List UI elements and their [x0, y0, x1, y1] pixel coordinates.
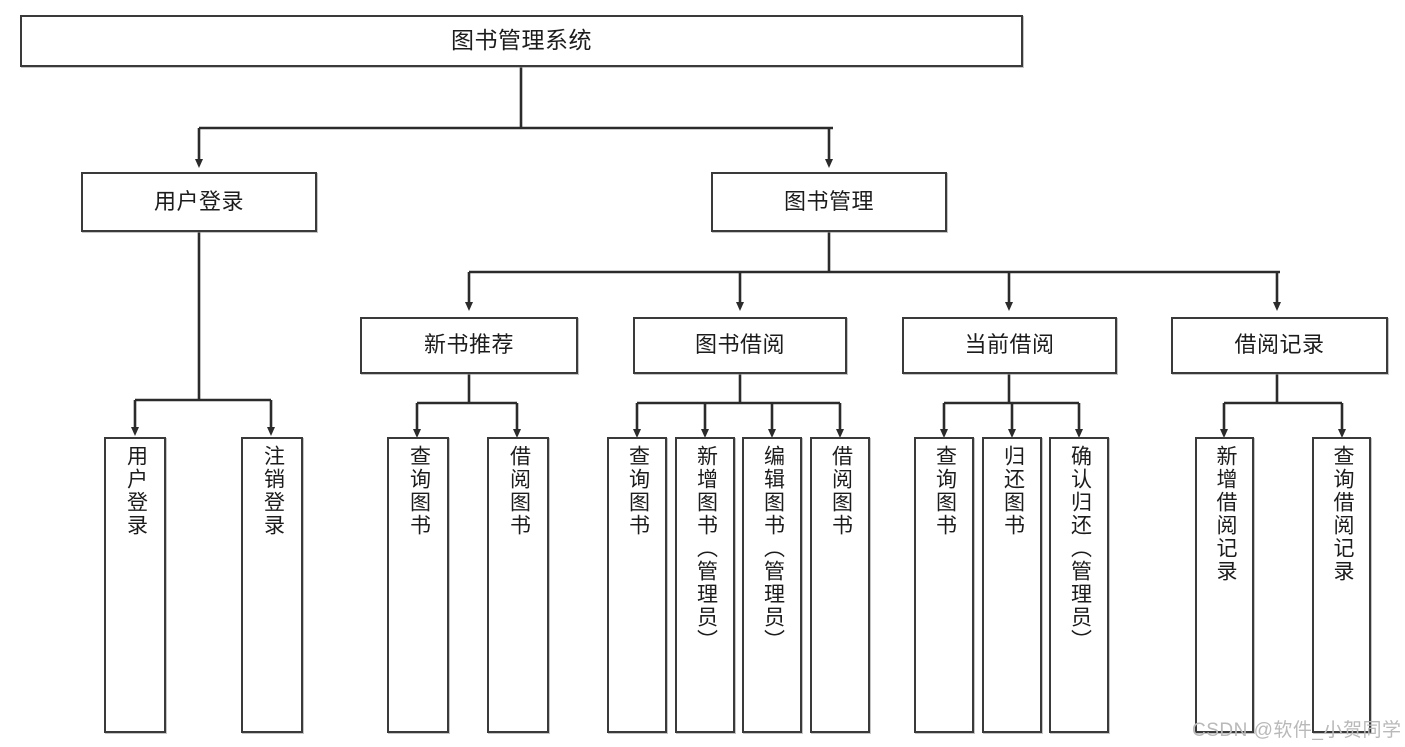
leaf-current-borrow-query[interactable]: 查询图书 — [914, 437, 974, 733]
leaf-new-book-borrow-label: 借阅图书 — [507, 445, 531, 537]
leaf-current-borrow-query-label: 查询图书 — [933, 445, 957, 537]
node-new-book-recommend[interactable]: 新书推荐 — [360, 317, 578, 374]
leaf-user-login-login-label: 用户登录 — [124, 445, 148, 537]
leaf-borrow-record-query-label: 查询借阅记录 — [1330, 445, 1354, 583]
node-book-borrow[interactable]: 图书借阅 — [633, 317, 847, 374]
leaf-current-borrow-confirm-label: 确认归还（管理员） — [1068, 445, 1092, 652]
node-root-system-label: 图书管理系统 — [451, 27, 592, 54]
leaf-book-borrow-edit-label: 编辑图书（管理员） — [761, 445, 785, 652]
node-root-system[interactable]: 图书管理系统 — [20, 15, 1023, 67]
node-new-book-recommend-label: 新书推荐 — [423, 332, 514, 358]
node-book-management[interactable]: 图书管理 — [711, 172, 947, 232]
leaf-borrow-record-add-label: 新增借阅记录 — [1213, 445, 1237, 583]
leaf-borrow-record-query[interactable]: 查询借阅记录 — [1312, 437, 1371, 733]
node-borrow-record-label: 借阅记录 — [1234, 332, 1325, 358]
node-borrow-record[interactable]: 借阅记录 — [1171, 317, 1388, 374]
leaf-book-borrow-borrow-label: 借阅图书 — [829, 445, 853, 537]
csdn-watermark: CSDN @软件_小贺同学 — [1192, 720, 1402, 741]
leaf-new-book-borrow[interactable]: 借阅图书 — [487, 437, 549, 733]
leaf-book-borrow-add[interactable]: 新增图书（管理员） — [675, 437, 735, 733]
leaf-user-login-login[interactable]: 用户登录 — [104, 437, 166, 733]
node-user-login[interactable]: 用户登录 — [81, 172, 317, 232]
leaf-user-login-logout[interactable]: 注销登录 — [241, 437, 303, 733]
node-current-borrow-label: 当前借阅 — [964, 332, 1055, 358]
leaf-current-borrow-return-label: 归还图书 — [1001, 445, 1025, 537]
leaf-user-login-logout-label: 注销登录 — [261, 445, 285, 537]
leaf-new-book-query[interactable]: 查询图书 — [387, 437, 449, 733]
leaf-book-borrow-add-label: 新增图书（管理员） — [694, 445, 718, 652]
leaf-current-borrow-return[interactable]: 归还图书 — [982, 437, 1042, 733]
leaf-new-book-query-label: 查询图书 — [407, 445, 431, 537]
leaf-current-borrow-confirm[interactable]: 确认归还（管理员） — [1049, 437, 1109, 733]
node-book-borrow-label: 图书借阅 — [694, 332, 785, 358]
node-book-management-label: 图书管理 — [783, 188, 874, 214]
leaf-book-borrow-query-label: 查询图书 — [626, 445, 650, 537]
node-user-login-label: 用户登录 — [153, 188, 244, 214]
leaf-book-borrow-borrow[interactable]: 借阅图书 — [810, 437, 870, 733]
leaf-book-borrow-query[interactable]: 查询图书 — [607, 437, 667, 733]
node-current-borrow[interactable]: 当前借阅 — [902, 317, 1117, 374]
leaf-book-borrow-edit[interactable]: 编辑图书（管理员） — [742, 437, 802, 733]
leaf-borrow-record-add[interactable]: 新增借阅记录 — [1195, 437, 1254, 733]
